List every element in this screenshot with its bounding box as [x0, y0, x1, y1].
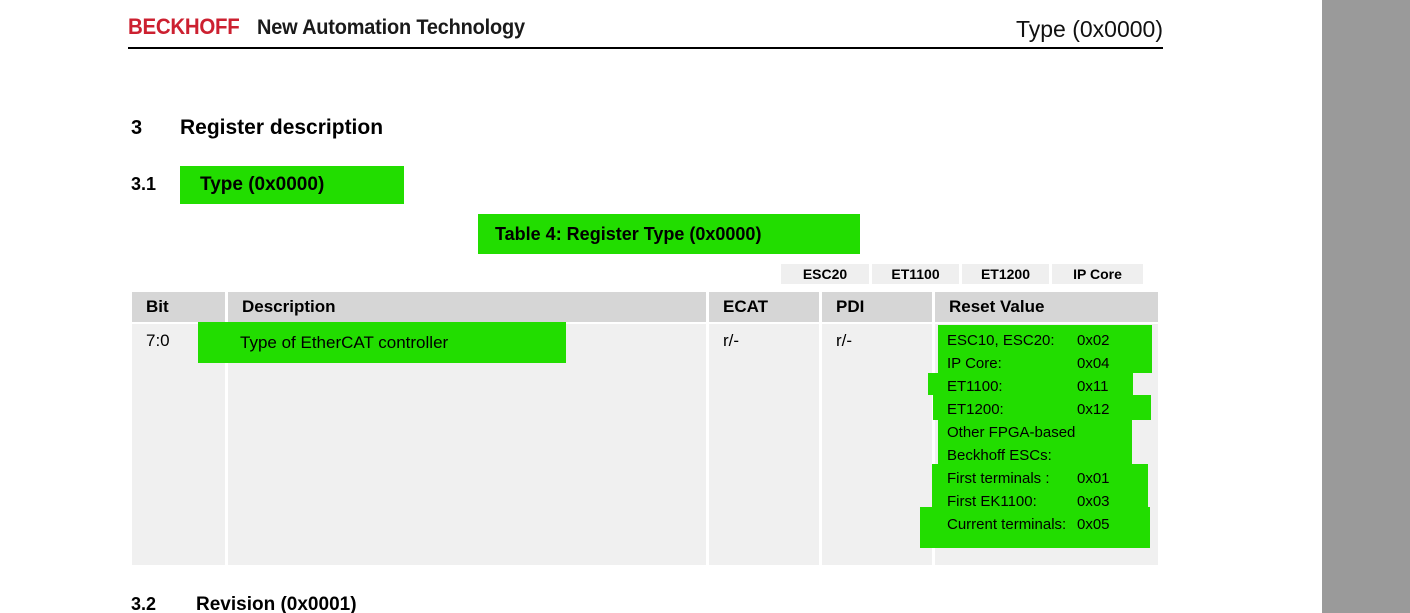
reset-value-row-overlay: ESC10, ESC20: 0x02 — [947, 329, 1110, 352]
right-gutter-panel — [1322, 0, 1410, 613]
reset-value-row-overlay: First EK1100: 0x03 — [947, 490, 1110, 513]
reset-value-label: ESC10, ESC20: — [947, 332, 1055, 349]
cell-bit: 7:0 — [132, 324, 225, 565]
device-tab-et1200[interactable]: ET1200 — [962, 264, 1049, 284]
next-section-number: 3.2 — [131, 594, 157, 613]
reset-value-row-overlay: IP Core: 0x04 — [947, 352, 1110, 375]
section-number: 3.1 — [131, 174, 157, 194]
reset-value-row-overlay: ET1200: 0x12 — [947, 398, 1110, 421]
reset-value-label: Current terminals: — [947, 516, 1067, 533]
reset-value-label: IP Core: — [947, 355, 1002, 372]
column-header-pdi: PDI — [822, 292, 932, 322]
reset-value-label: First EK1100: — [947, 493, 1037, 510]
reset-value-label: ET1200: — [947, 401, 1004, 418]
reset-value-row-overlay: Beckhoff ESCs: — [947, 444, 1110, 467]
device-tab-strip: ESC20 ET1100 ET1200 IP Core — [781, 264, 1143, 284]
header-divider — [128, 47, 1163, 49]
reset-value-row-overlay: First terminals : 0x01 — [947, 467, 1110, 490]
reset-value-row-overlay: ET1100: 0x11 — [947, 375, 1110, 398]
table-caption: Table 4: Register Type (0x0000) — [495, 224, 762, 244]
reset-value-code: 0x03 — [1077, 493, 1110, 510]
reset-value-row-overlay: Other FPGA-based — [947, 421, 1110, 444]
beckhoff-logo: BECKHOFF — [128, 14, 240, 39]
reset-value-label: ET1100: — [947, 378, 1003, 395]
reset-value-code: 0x05 — [1077, 516, 1110, 533]
table-header-row: Bit Description ECAT PDI Reset Value — [132, 292, 1158, 322]
reset-value-code: 0x01 — [1077, 470, 1110, 487]
cell-description: Type of EtherCAT controller — [228, 324, 706, 565]
section-title-highlight: Type (0x0000) — [180, 166, 404, 204]
reset-value-code: 0x12 — [1077, 401, 1110, 418]
cell-pdi: r/- — [822, 324, 932, 565]
reset-value-label: Beckhoff ESCs: — [947, 447, 1052, 464]
reset-value-code: 0x02 — [1077, 332, 1110, 349]
highlight-description-text: Type of EtherCAT controller — [240, 333, 449, 352]
beckhoff-tagline: New Automation Technology — [256, 16, 525, 39]
page-header: BECKHOFF New Automation Technology Type (… — [128, 14, 1163, 52]
chapter-number: 3 — [131, 117, 143, 139]
cell-ecat: r/- — [709, 324, 819, 565]
header-right-title: Type (0x0000) — [1015, 16, 1163, 42]
reset-value-row-overlay: Current terminals: 0x05 — [947, 513, 1110, 536]
reset-value-label: Other FPGA-based — [947, 424, 1076, 441]
column-header-ecat: ECAT — [709, 292, 819, 322]
section-title: Type (0x0000) — [200, 174, 325, 195]
reset-value-code: 0x04 — [1077, 355, 1110, 372]
device-tab-et1100[interactable]: ET1100 — [872, 264, 959, 284]
reset-value-code: 0x11 — [1077, 378, 1109, 395]
chapter-title: Register description — [180, 116, 384, 139]
column-header-bit: Bit — [132, 292, 225, 322]
next-section-title: Revision (0x0001) — [196, 594, 357, 613]
reset-value-label: First terminals : — [947, 470, 1050, 487]
beckhoff-brand: BECKHOFF New Automation Technology — [128, 14, 539, 40]
device-tab-esc20[interactable]: ESC20 — [781, 264, 869, 284]
column-header-description: Description — [228, 292, 706, 322]
device-tab-ip-core[interactable]: IP Core — [1052, 264, 1143, 284]
table-caption-highlight: Table 4: Register Type (0x0000) — [478, 214, 860, 254]
column-header-reset-value: Reset Value — [935, 292, 1158, 322]
